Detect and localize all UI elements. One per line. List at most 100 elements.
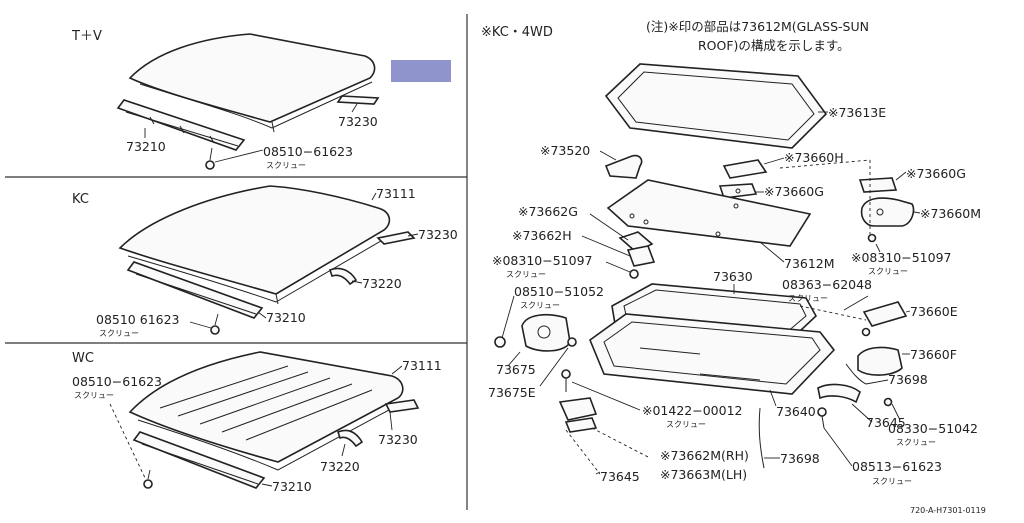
kc-screw (210, 313, 220, 335)
screw-08510-51052 (494, 336, 506, 348)
bolt-01422 (561, 369, 571, 392)
sun-label-73662h: ※73662H (512, 228, 572, 243)
bracket-73660m (860, 197, 915, 227)
section-title-wc: WC (72, 351, 94, 366)
sun-label-73662g: ※73662G (518, 204, 578, 219)
screw-08513 (817, 407, 827, 429)
sun-label-73660h: ※73660H (784, 150, 844, 165)
sun-label-08510-51052: 08510−51052 (514, 284, 604, 299)
latch-73660g-right (858, 177, 898, 193)
wc-label-73111: 73111 (402, 358, 442, 373)
sun-screw-caption-d: スクリュー (666, 420, 706, 429)
sun-label-73660e: 73660E (910, 304, 958, 319)
sun-screw-caption-f: スクリュー (788, 294, 828, 303)
kc-label-73111: 73111 (376, 186, 416, 201)
sun-label-73660g-b: ※73660G (906, 166, 966, 181)
sun-label-73520: ※73520 (540, 143, 590, 158)
bracket-73645-right (817, 383, 861, 404)
bracket-73660f (857, 346, 903, 376)
section-title-kc: KC (72, 192, 89, 207)
drain-hose-73698-right (845, 363, 867, 385)
kc-roof-panel (118, 185, 391, 305)
handle-73520 (604, 154, 643, 179)
wc-roof-panel (128, 351, 404, 471)
sun-label-73612m: 73612M (784, 256, 835, 271)
sun-label-73675: 73675 (496, 362, 536, 377)
kc-screw-caption: スクリュー (99, 329, 139, 338)
panel-frames (5, 14, 468, 510)
wc-label-08510: 08510−61623 (72, 374, 162, 389)
sun-label-73698-b: 73698 (888, 372, 928, 387)
sun-label-73660m: ※73660M (920, 206, 981, 221)
sun-label-73645-a: 73645 (600, 469, 640, 484)
cover-73660h (722, 159, 768, 179)
note-line-2: ROOF)の構成を示します。 (698, 38, 850, 53)
ref-code: 720-A-H7301-0119 (910, 506, 986, 515)
sun-screw-caption-a: スクリュー (506, 270, 546, 279)
note-line-1: (注)※印の部品は73612M(GLASS-SUN (646, 19, 869, 34)
screw-08330 (883, 397, 893, 407)
latch-73660g-center (718, 183, 758, 199)
sun-screw-caption-b: スクリュー (868, 267, 908, 276)
highlight-box (391, 60, 451, 82)
wc-label-73210: 73210 (272, 479, 312, 494)
sun-label-73663m: ※73663M(LH) (660, 467, 747, 482)
wc-screw-caption: スクリュー (74, 391, 114, 400)
screw-08363 (861, 327, 871, 337)
kc-header-73210 (126, 261, 264, 319)
motor-73675 (521, 313, 571, 352)
screw-08310-right (867, 233, 877, 243)
sun-label-73660g-a: ※73660G (764, 184, 824, 199)
knob-73675e (567, 337, 577, 347)
housing-73640 (589, 313, 836, 395)
tv-screw (205, 147, 215, 170)
bracket-73660e (862, 301, 908, 327)
section-title-kc4wd: ※KC・4WD (481, 25, 553, 40)
wc-rail-73230 (384, 399, 420, 413)
kc-label-73230: 73230 (418, 227, 458, 242)
bracket-73662g (618, 231, 656, 267)
sun-label-73660f: 73660F (910, 347, 957, 362)
kc-rail-73230 (376, 231, 416, 245)
sun-label-01422: ※01422−00012 (642, 403, 742, 418)
drain-hose-73698-bottom (758, 407, 765, 469)
sun-label-08330: 08330−51042 (888, 421, 978, 436)
weatherstrip-73613e (604, 63, 828, 149)
tv-label-73210: 73210 (126, 139, 166, 154)
bracket-73662m (558, 397, 598, 433)
sun-label-73698-a: 73698 (780, 451, 820, 466)
screw-08310-left (629, 269, 639, 279)
kc-label-73210: 73210 (266, 310, 306, 325)
tv-header-73210 (116, 99, 246, 151)
sun-label-73675e: 73675E (488, 385, 536, 400)
kc-label-08510: 08510 61623 (96, 312, 180, 327)
sun-label-73645-b: 73645 (866, 415, 906, 430)
kc-bow-73220 (329, 267, 358, 286)
tv-label-73230: 73230 (338, 114, 378, 129)
sun-label-08363: 08363−62048 (782, 277, 872, 292)
tv-label-08510: 08510−61623 (263, 144, 353, 159)
tv-rail-73230 (336, 95, 380, 105)
sun-label-08310-b: ※08310−51097 (851, 250, 951, 265)
wc-label-73230: 73230 (378, 432, 418, 447)
kc-label-73220: 73220 (362, 276, 402, 291)
sun-screw-caption-e: スクリュー (872, 477, 912, 486)
wc-label-73220: 73220 (320, 459, 360, 474)
sun-label-73613e: ※73613E (828, 105, 886, 120)
sun-label-08513: 08513−61623 (852, 459, 942, 474)
wc-screw (143, 469, 153, 489)
sun-label-08310-a: ※08310−51097 (492, 253, 592, 268)
wc-header-73210 (132, 431, 266, 489)
tv-roof-panel (128, 33, 376, 133)
tv-screw-caption: スクリュー (266, 161, 306, 170)
section-title-tv: T＋V (71, 29, 102, 44)
sun-screw-caption-g: スクリュー (896, 438, 936, 447)
glass-panel-73612m (606, 179, 812, 247)
sun-screw-caption-c: スクリュー (520, 301, 560, 310)
sun-label-73640: 73640 (776, 404, 816, 419)
sun-label-73662m: ※73662M(RH) (660, 448, 749, 463)
wc-bow-73220 (337, 429, 364, 448)
sun-label-73630: 73630 (713, 269, 753, 284)
